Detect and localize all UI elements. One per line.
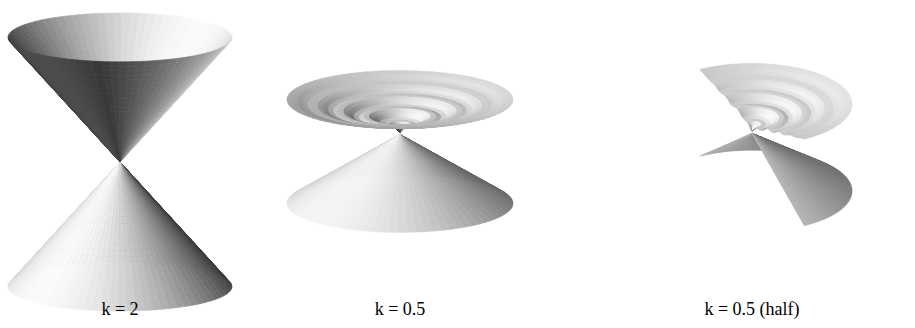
surface-facet <box>108 54 115 61</box>
surface-facet <box>97 20 106 27</box>
surface-facet <box>113 26 121 33</box>
surface-facet <box>121 20 129 27</box>
surface-facet <box>128 40 136 47</box>
surface-facet <box>128 47 135 54</box>
surface-facet <box>121 33 129 40</box>
surface-facet <box>138 13 147 20</box>
surface-facet <box>121 40 128 47</box>
surface-facet <box>122 13 131 20</box>
surface-facet <box>107 40 114 47</box>
surface-facet <box>129 20 138 27</box>
surface-facet <box>113 13 122 20</box>
surface-facet <box>128 33 136 40</box>
surface-facet <box>115 54 121 61</box>
surface-facet <box>108 47 115 54</box>
surface-facet <box>121 26 129 33</box>
surface-facet <box>106 33 114 40</box>
surface-facet <box>129 27 137 34</box>
surface-facet <box>121 54 127 61</box>
surface-facet <box>114 47 121 54</box>
double-cone-surface <box>8 13 232 311</box>
surface-facet <box>114 33 122 40</box>
surface-facet <box>95 13 104 20</box>
surface-facet <box>105 27 113 34</box>
surface-facet <box>121 47 128 54</box>
surface-facet <box>98 27 107 34</box>
surface-facet <box>105 20 114 27</box>
surface-facet <box>104 13 113 20</box>
surface-facet <box>114 40 121 47</box>
surface-facet <box>113 20 121 27</box>
surface-facet <box>130 13 139 20</box>
